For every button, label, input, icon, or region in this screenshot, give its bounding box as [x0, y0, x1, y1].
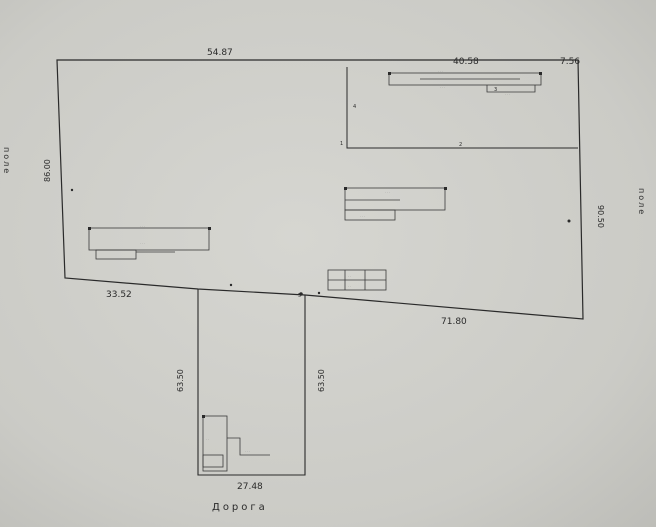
svg-text:· · ·: · · · — [505, 92, 510, 96]
building-middle-right: · · · · · · — [344, 187, 447, 221]
svg-text:· ·: · · — [206, 437, 209, 441]
dim-drive-left: 63.50 — [176, 369, 185, 392]
dim-left: 86.00 — [43, 159, 52, 182]
point-number-4: 4 — [353, 104, 356, 110]
point-number-1: 1 — [340, 141, 343, 147]
road-label: Дорога — [212, 502, 268, 513]
parcel-boundary — [56, 59, 584, 320]
svg-text:· · ·: · · · — [360, 214, 365, 218]
svg-text:· ·: · · — [348, 284, 351, 288]
svg-text:· · ·: · · · — [140, 224, 145, 228]
dim-right: 90.50 — [596, 205, 605, 228]
building-bottom-middle: · · · · — [327, 269, 387, 291]
sub-lot-boundary — [346, 67, 578, 149]
svg-text:· · ·: · · · — [140, 241, 145, 245]
dim-drive-right: 63.50 — [317, 369, 326, 392]
building-top-right: · · · · · · · · · — [388, 69, 542, 96]
svg-text:· · ·: · · · — [438, 69, 443, 73]
point-number-2: 2 — [459, 142, 462, 148]
access-strip-boundary — [197, 289, 306, 476]
dim-drive-bottom: 27.48 — [237, 482, 263, 492]
survey-points — [70, 188, 571, 296]
dim-top: 54.87 — [207, 48, 233, 58]
dim-top-right-a: 40.58 — [453, 57, 479, 67]
svg-text:· · ·: · · · — [385, 190, 390, 194]
building-left: · · · · · · — [88, 224, 211, 260]
dim-top-right-b: 7.56 — [560, 57, 580, 67]
building-near-road: · · · · · — [202, 415, 270, 472]
point-number-5: 5 — [298, 293, 301, 299]
svg-text:· · ·: · · · — [245, 449, 250, 453]
svg-text:· ·: · · — [348, 274, 351, 278]
point-number-3: 3 — [494, 87, 497, 93]
field-label-left: поле — [2, 147, 11, 175]
dim-bottom-left: 33.52 — [106, 290, 132, 300]
dim-bottom-right: 71.80 — [441, 317, 467, 327]
field-label-right: поле — [637, 188, 646, 216]
svg-text:· · ·: · · · — [440, 85, 445, 89]
